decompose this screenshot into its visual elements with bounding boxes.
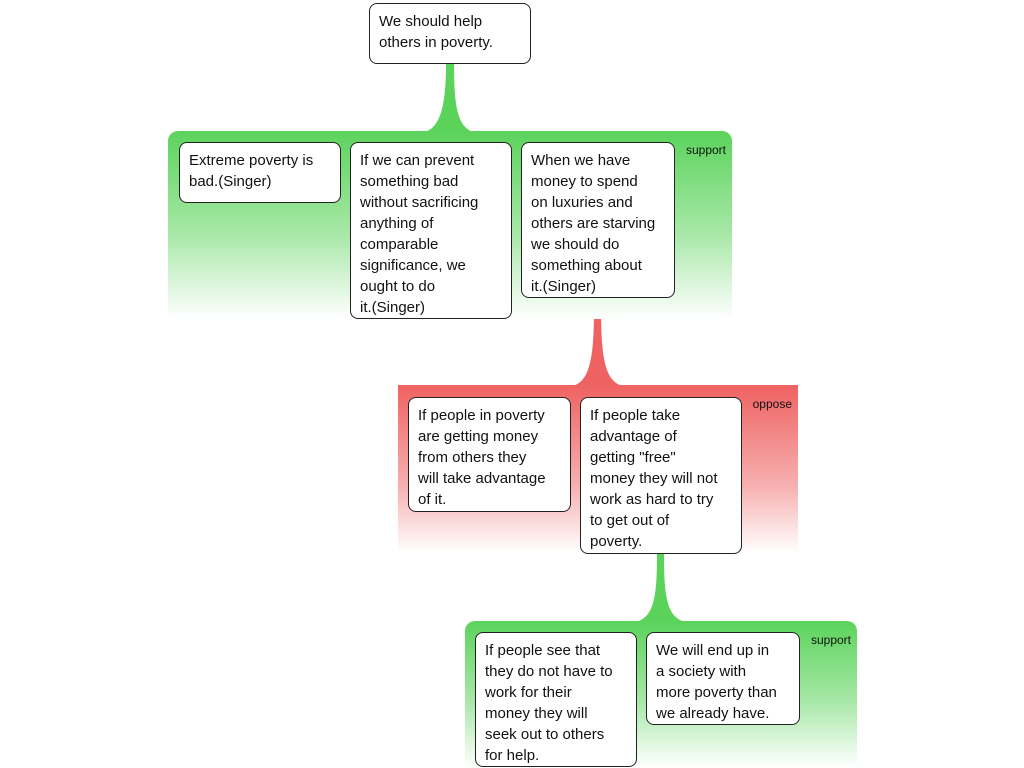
claim-seek-out-others[interactable]: If people see that they do not have to w…: [475, 632, 637, 767]
root-claim[interactable]: We should help others in poverty.: [369, 3, 531, 64]
oppose-connector: [572, 305, 623, 386]
support-connector-1: [424, 63, 474, 132]
claim-take-advantage[interactable]: If people in poverty are getting money f…: [408, 397, 571, 512]
group-label-oppose: oppose: [752, 397, 792, 411]
claim-extreme-poverty[interactable]: Extreme poverty is bad.(Singer): [179, 142, 341, 203]
claim-free-money[interactable]: If people take advantage of getting "fre…: [580, 397, 742, 554]
claim-money-on-luxuries[interactable]: When we have money to spend on luxuries …: [521, 142, 675, 298]
group-label-support: support: [685, 143, 726, 157]
group-label-support: support: [810, 633, 851, 647]
claim-more-poverty[interactable]: We will end up in a society with more po…: [646, 632, 800, 725]
claim-prevent-something-bad[interactable]: If we can prevent something bad without …: [350, 142, 512, 319]
support-connector-2: [635, 553, 686, 622]
